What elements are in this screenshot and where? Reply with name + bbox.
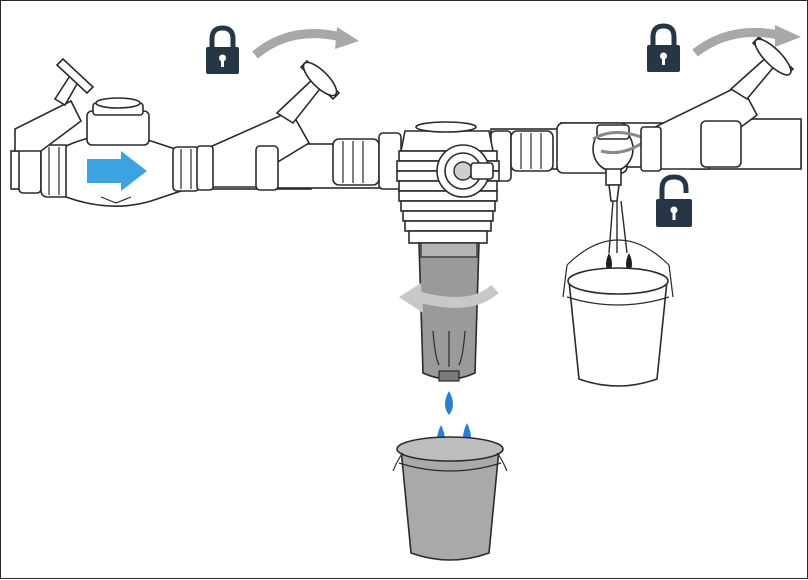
inlet-valve	[196, 59, 341, 191]
inlet-rotate-arrow-icon	[252, 27, 359, 59]
outlet-lock-closed-icon	[647, 23, 680, 72]
outlet-union	[490, 130, 554, 182]
inlet-lock-closed-icon	[206, 25, 239, 74]
filter-head	[396, 121, 500, 244]
drain-lock-open-icon	[656, 174, 692, 227]
outlet-rotate-arrow-icon	[692, 25, 801, 57]
drain-tap	[556, 122, 634, 202]
water-meter	[65, 97, 200, 207]
inlet-union	[332, 132, 402, 190]
upstream-valve	[14, 57, 95, 152]
outlet-valve	[640, 35, 795, 172]
inlet-coupling	[18, 144, 72, 198]
flow-direction-arrow-icon	[87, 151, 147, 191]
collection-bucket	[392, 436, 508, 561]
filter-bowl	[418, 242, 480, 382]
drain-bucket	[562, 239, 674, 387]
bowl-unscrew-arrow-icon	[399, 283, 499, 313]
